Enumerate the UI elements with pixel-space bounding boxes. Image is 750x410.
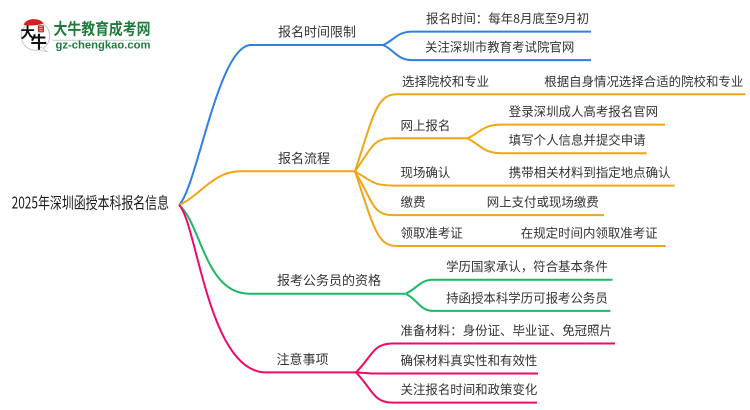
svg-text:牛: 牛 — [31, 29, 48, 53]
svg-text:报考公务员的资格: 报考公务员的资格 — [277, 270, 381, 289]
svg-text:报名流程: 报名流程 — [278, 148, 330, 167]
svg-text:关注深圳市教育考试院官网: 关注深圳市教育考试院官网 — [425, 38, 574, 56]
svg-text:填写个人信息并提交申请: 填写个人信息并提交申请 — [509, 131, 646, 149]
svg-text:网上支付或现场缴费: 网上支付或现场缴费 — [487, 193, 599, 211]
svg-text:报名时间：每年8月底至9月初: 报名时间：每年8月底至9月初 — [426, 9, 589, 27]
svg-text:现场确认: 现场确认 — [401, 163, 451, 181]
svg-text:报名时间限制: 报名时间限制 — [278, 22, 356, 41]
svg-text:缴费: 缴费 — [401, 193, 426, 211]
svg-text:领取准考证: 领取准考证 — [401, 224, 463, 242]
svg-text:2025年深圳函授本科报名信息: 2025年深圳函授本科报名信息 — [12, 190, 169, 214]
svg-text:登录深圳成人高考报名官网: 登录深圳成人高考报名官网 — [509, 102, 658, 120]
svg-text:准备材料：身份证、毕业证、免冠照片: 准备材料：身份证、毕业证、免冠照片 — [401, 321, 612, 339]
svg-text:选择院校和专业: 选择院校和专业 — [402, 72, 489, 90]
svg-text:持函授本科学历可报考公务员: 持函授本科学历可报考公务员 — [446, 288, 608, 306]
svg-text:大牛教育成考网: 大牛教育成考网 — [54, 16, 151, 40]
svg-text:学历国家承认，符合基本条件: 学历国家承认，符合基本条件 — [446, 257, 608, 275]
svg-text:在规定时间内领取准考证: 在规定时间内领取准考证 — [521, 224, 658, 242]
svg-text:关注报名时间和政策变化: 关注报名时间和政策变化 — [401, 380, 538, 398]
svg-text:确保材料真实性和有效性: 确保材料真实性和有效性 — [401, 351, 538, 369]
svg-text:注意事项: 注意事项 — [277, 349, 329, 368]
svg-text:网上报名: 网上报名 — [401, 116, 451, 134]
svg-text:根据自身情况选择合适的院校和专业: 根据自身情况选择合适的院校和专业 — [544, 72, 743, 90]
svg-text:大: 大 — [20, 22, 35, 43]
svg-text:gz-chengkao.com: gz-chengkao.com — [56, 39, 151, 51]
svg-text:携带相关材料到指定地点确认: 携带相关材料到指定地点确认 — [509, 163, 671, 181]
